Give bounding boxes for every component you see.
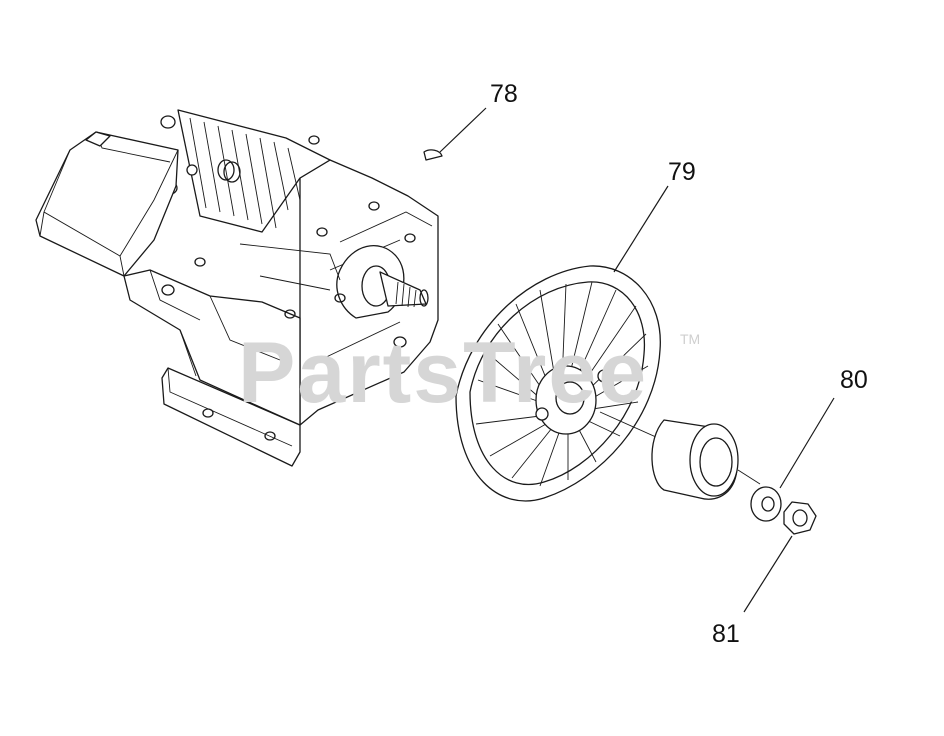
washer — [750, 486, 782, 522]
leader-79 — [613, 185, 669, 273]
callout-81: 81 — [712, 620, 740, 648]
engine-assembly — [35, 109, 439, 467]
watermark-trademark: TM — [680, 331, 700, 347]
woodruff-key — [423, 149, 443, 161]
starter-cup — [651, 419, 761, 500]
engine-lower-housing — [123, 269, 301, 426]
leader-78 — [439, 107, 487, 153]
leader-81 — [743, 535, 793, 613]
leader-80 — [779, 397, 835, 489]
watermark-text: PartsTree — [238, 325, 648, 421]
cylinder-fins — [177, 109, 331, 233]
callout-80: 80 — [840, 366, 868, 394]
engine-cover — [35, 131, 179, 277]
callout-79: 79 — [668, 158, 696, 186]
hex-nut — [783, 501, 817, 535]
callout-78: 78 — [490, 80, 518, 108]
flywheel — [455, 265, 677, 502]
